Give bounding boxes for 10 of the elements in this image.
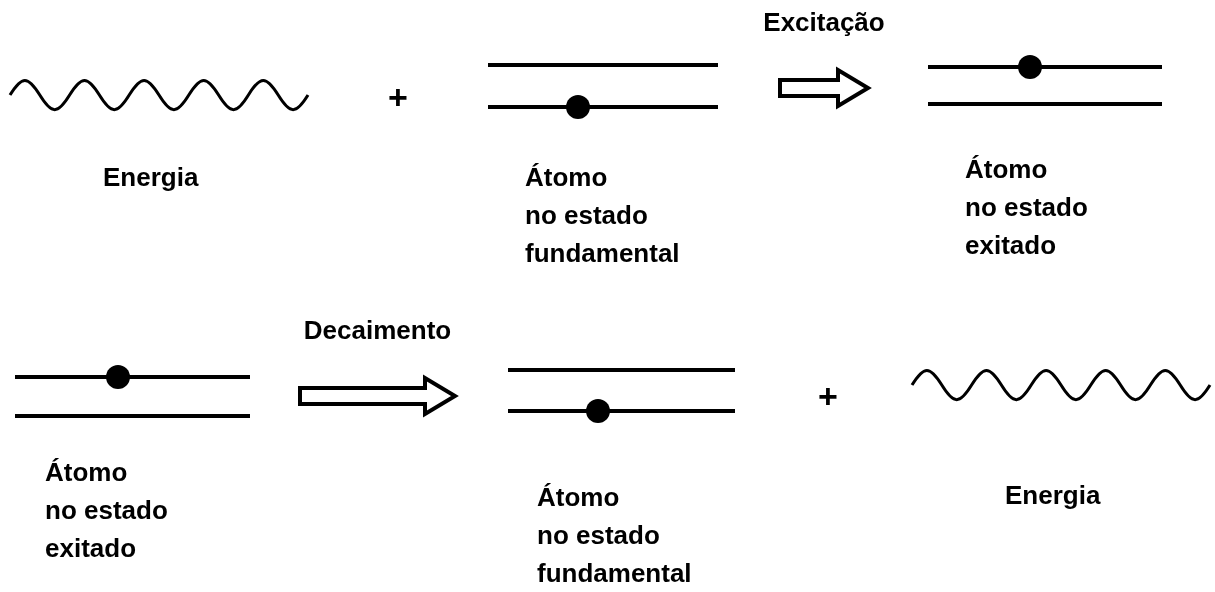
- plus-sign: +: [388, 80, 408, 114]
- node-caption: Átomo no estado fundamental: [525, 161, 681, 270]
- node-caption: Átomo no estado exitado: [965, 153, 1089, 262]
- node-caption: Átomo no estado exitado: [45, 456, 169, 565]
- node-caption: Átomo no estado fundamental: [537, 481, 693, 590]
- hollow-arrow: [778, 66, 872, 110]
- hollow-arrow: [298, 374, 459, 418]
- plus-sign: +: [818, 379, 838, 413]
- node-caption: Energia: [103, 162, 199, 192]
- node-caption: Energia: [1005, 480, 1101, 510]
